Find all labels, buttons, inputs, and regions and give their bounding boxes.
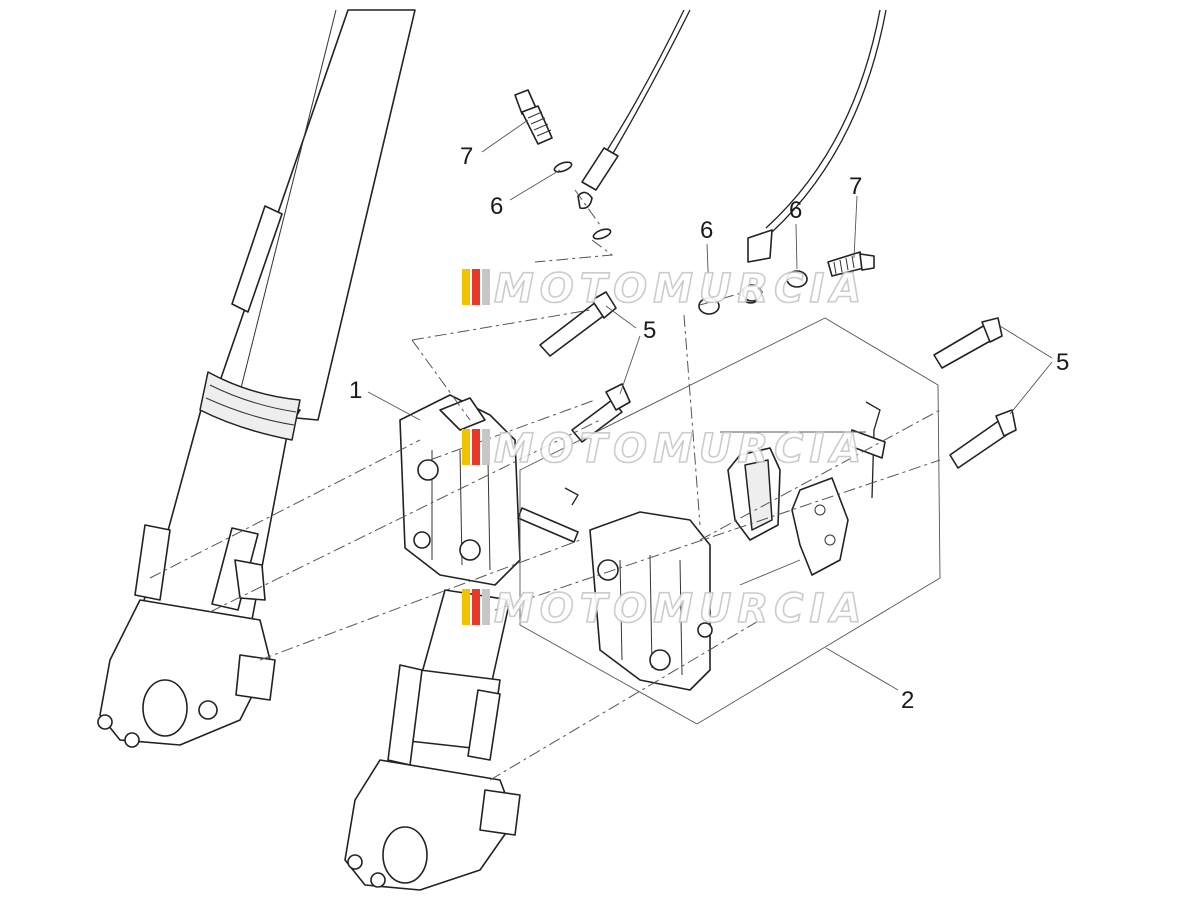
- watermark-text: MOTOMURCIA: [494, 586, 867, 632]
- right-fork-leg: [344, 589, 521, 891]
- watermark-stripe-grey: [482, 429, 490, 465]
- pad-spring-clip: [564, 401, 886, 506]
- washers: [553, 161, 808, 315]
- watermark-stripe-grey: [482, 269, 490, 305]
- callout-1: 1: [349, 377, 362, 404]
- watermark-text: MOTOMURCIA: [494, 266, 867, 312]
- watermark-stripe-yellow: [462, 269, 470, 305]
- watermark-stripe-yellow: [462, 589, 470, 625]
- watermark-stripe-grey: [482, 589, 490, 625]
- bleed-screw-right: [827, 251, 875, 277]
- callout-6-middle: 6: [700, 217, 713, 244]
- assembly-lines: [149, 189, 941, 781]
- watermark-text: MOTOMURCIA: [494, 426, 867, 472]
- callout-5-right: 5: [1056, 349, 1069, 376]
- callout-7-left: 7: [460, 143, 473, 170]
- watermark: MOTOMURCIA MOTOMURCIA MOTOMURCIA: [462, 265, 867, 633]
- watermark-stripe-yellow: [462, 429, 470, 465]
- brake-caliper-left: [399, 394, 521, 586]
- brake-caliper-assembly: [517, 507, 713, 691]
- callout-2: 2: [901, 687, 914, 714]
- callout-7-right: 7: [849, 173, 862, 200]
- watermark-stripe-red: [472, 589, 480, 625]
- watermark-bottom: MOTOMURCIA: [462, 585, 867, 633]
- watermark-top: MOTOMURCIA: [462, 265, 867, 313]
- callout-5-left: 5: [643, 317, 656, 344]
- watermark-middle: MOTOMURCIA: [462, 425, 867, 473]
- watermark-stripe-red: [472, 429, 480, 465]
- left-fork-leg: [97, 9, 416, 748]
- assembly-outline: [519, 317, 941, 725]
- leader-lines: [367, 119, 1053, 691]
- bleed-screw-left: [514, 89, 553, 145]
- watermark-stripe-red: [472, 269, 480, 305]
- callout-6-left: 6: [490, 193, 503, 220]
- callouts: 1 2 5 5 6 6 6 7 7: [349, 143, 1069, 714]
- callout-6-right: 6: [789, 197, 802, 224]
- brake-pads: [727, 447, 849, 576]
